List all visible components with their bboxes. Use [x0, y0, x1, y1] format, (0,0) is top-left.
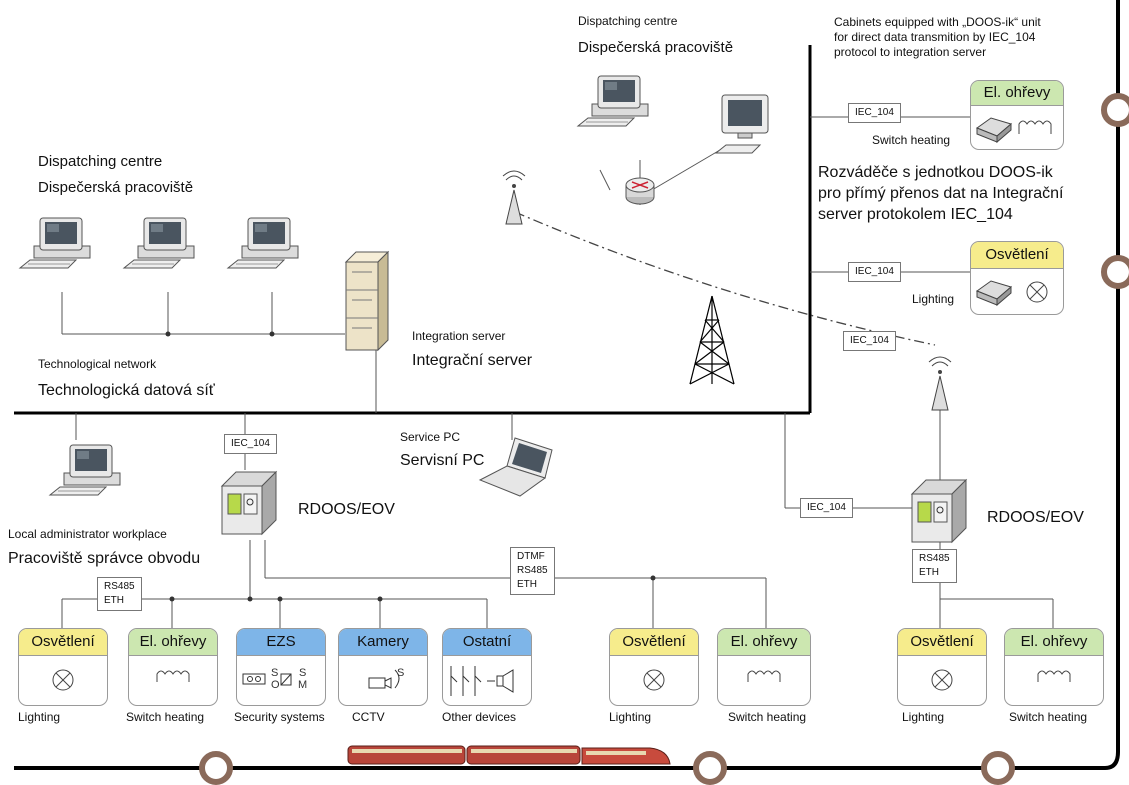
card-title: El. ohřevy — [129, 629, 217, 656]
service-pc-en: Service PC — [400, 430, 461, 444]
cabinets-note-line: Cabinets equipped with „DOOS-ik“ unit — [834, 15, 1041, 29]
security-sensors-icon: SO SM — [242, 667, 307, 691]
cabinets-note-en: Cabinets equipped with „DOOS-ik“ unit fo… — [834, 15, 1041, 60]
device-card: Ostatní — [442, 628, 532, 706]
card-icons — [971, 269, 1063, 314]
device-card: Osvětlení — [609, 628, 699, 706]
device-card: Kamery S — [338, 628, 428, 706]
lighting-cabinet-card: Osvětlení — [970, 241, 1064, 315]
cabinets-note-cz: Rozváděče s jednotkou DOOS-ik pro přímý … — [818, 162, 1063, 225]
protocol-tag: IEC_104 — [843, 331, 896, 351]
protocol-line: RS485 — [104, 581, 135, 592]
device-card: El. ohřevy — [717, 628, 811, 706]
camera-icon: S — [368, 667, 404, 689]
svg-text:S: S — [271, 667, 278, 679]
protocol-line: RS485 — [517, 565, 548, 576]
heating-cabinet-card: El. ohřevy — [970, 80, 1064, 150]
card-title: El. ohřevy — [718, 629, 810, 656]
integration-server-cz: Integrační server — [412, 352, 533, 369]
service-pc-cz: Servisní PC — [400, 452, 485, 469]
top-dispatch-title-en: Dispatching centre — [578, 14, 678, 28]
device-caption: Lighting — [609, 710, 652, 724]
heater-coil-icon — [1037, 670, 1071, 682]
protocol-tag-multi: RS485 ETH — [912, 549, 957, 583]
protocol-line: DTMF — [517, 551, 545, 562]
doos-ik-unit-icon — [975, 280, 1013, 307]
heater-coil-icon — [1018, 120, 1052, 134]
protocol-line: RS485 — [919, 553, 950, 564]
device-caption: Switch heating — [1009, 710, 1088, 724]
top-heating-caption: Switch heating — [872, 133, 951, 147]
rdoos-left-label: RDOOS/EOV — [298, 501, 395, 518]
card-title: El. ohřevy — [1005, 629, 1103, 656]
device-caption: Security systems — [234, 710, 325, 724]
device-card: El. ohřevy — [128, 628, 218, 706]
device-card: Osvětlení — [897, 628, 987, 706]
card-title: Osvětlení — [971, 242, 1063, 269]
card-title: Osvětlení — [610, 629, 698, 656]
lamp-icon — [1026, 281, 1048, 303]
cabinets-note-cz-line: server protokolem IEC_104 — [818, 206, 1013, 223]
card-icons — [971, 106, 1063, 149]
protocol-tag: IEC_104 — [224, 434, 277, 454]
protocol-tag-multi: DTMF RS485 ETH — [510, 547, 555, 595]
protocol-line: ETH — [104, 595, 124, 606]
device-caption: Other devices — [442, 710, 517, 724]
switches-speaker-icon — [450, 666, 514, 696]
heater-coil-icon — [156, 670, 190, 682]
protocol-tag: IEC_104 — [848, 262, 901, 282]
svg-text:S: S — [397, 667, 404, 679]
lamp-icon — [931, 669, 953, 691]
card-title: Ostatní — [443, 629, 531, 656]
protocol-tag-multi: RS485 ETH — [97, 577, 142, 611]
card-title: EZS — [237, 629, 325, 656]
integration-server-en: Integration server — [412, 329, 506, 343]
tech-network-en: Technological network — [38, 357, 157, 371]
top-dispatch-title-cz: Dispečerská pracoviště — [578, 39, 734, 56]
device-caption: CCTV — [352, 710, 385, 724]
device-caption: Lighting — [18, 710, 61, 724]
protocol-line: ETH — [919, 567, 939, 578]
protocol-tag: IEC_104 — [800, 498, 853, 518]
cabinets-note-line: for direct data transmition by IEC_104 — [834, 30, 1036, 44]
device-caption: Switch heating — [126, 710, 205, 724]
lamp-icon — [643, 669, 665, 691]
protocol-line: ETH — [517, 579, 537, 590]
device-caption: Switch heating — [728, 710, 807, 724]
device-card: Osvětlení — [18, 628, 108, 706]
device-caption: Lighting — [902, 710, 945, 724]
device-card: El. ohřevy — [1004, 628, 1104, 706]
left-dispatch-title-cz: Dispečerská pracoviště — [38, 179, 194, 196]
top-lighting-caption: Lighting — [912, 292, 955, 306]
svg-text:S: S — [299, 667, 306, 679]
cabinets-note-cz-line: pro přímý přenos dat na Integrační — [818, 185, 1064, 202]
local-admin-en: Local administrator workplace — [8, 527, 167, 541]
card-title: El. ohřevy — [971, 81, 1063, 106]
left-dispatch-title-en: Dispatching centre — [38, 153, 163, 170]
cabinets-note-cz-line: Rozváděče s jednotkou DOOS-ik — [818, 164, 1053, 181]
cabinets-note-line: protocol to integration server — [834, 45, 987, 59]
rdoos-right-label: RDOOS/EOV — [987, 509, 1084, 526]
svg-text:O: O — [271, 679, 280, 691]
svg-text:M: M — [298, 679, 307, 691]
protocol-tag: IEC_104 — [848, 103, 901, 123]
tech-network-cz: Technologická datová síť — [38, 382, 215, 399]
card-title: Kamery — [339, 629, 427, 656]
card-title: Osvětlení — [898, 629, 986, 656]
card-title: Osvětlení — [19, 629, 107, 656]
doos-ik-unit-icon — [975, 117, 1013, 144]
lamp-icon — [52, 669, 74, 691]
heater-coil-icon — [747, 670, 781, 682]
local-admin-cz: Pracoviště správce obvodu — [8, 550, 201, 567]
